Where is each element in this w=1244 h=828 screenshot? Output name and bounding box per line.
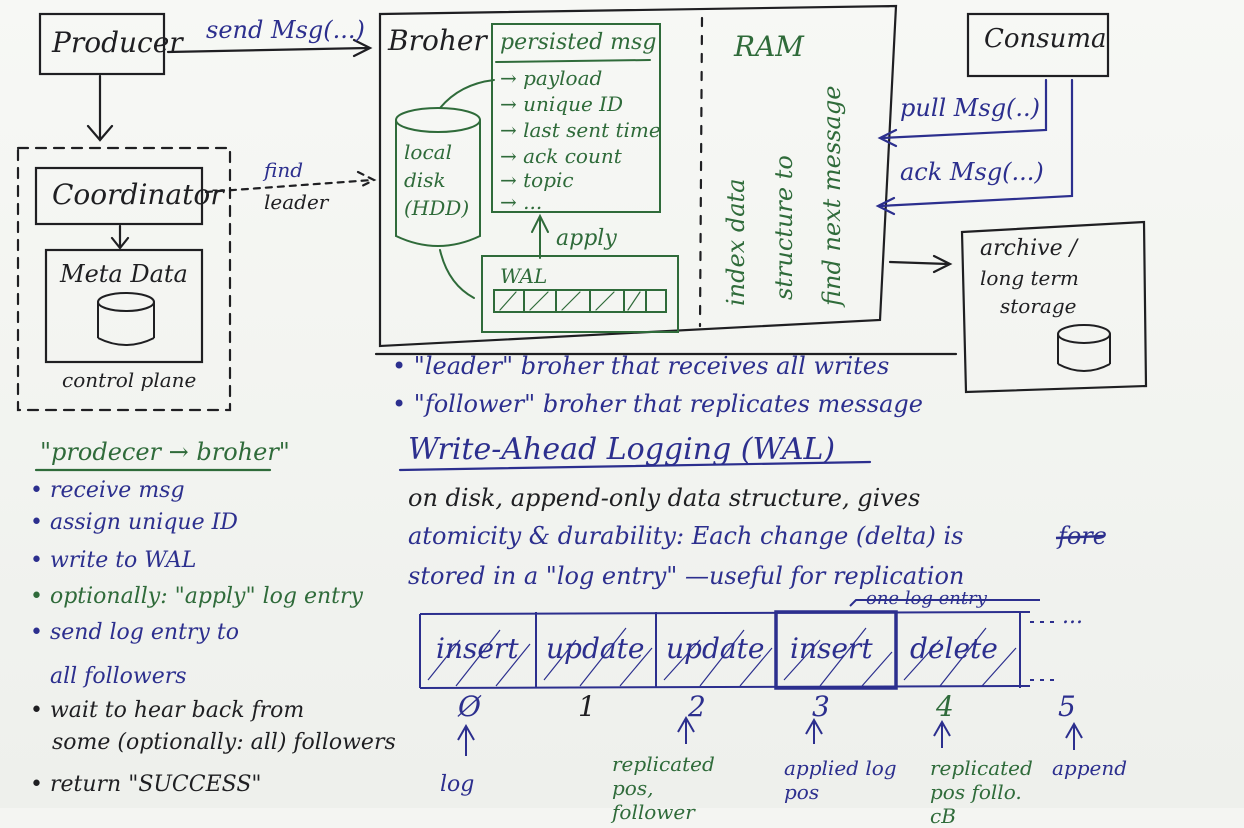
wal-desc-3: stored in a "log entry" —useful for repl… (408, 562, 965, 590)
log-index: 1 (578, 690, 596, 723)
archive-label: long term (980, 266, 1079, 290)
log-entry: update (546, 632, 645, 665)
log-entry: update (666, 632, 765, 665)
wal-desc-strike: fore (1058, 522, 1108, 550)
pb-title: "prodecer → broher" (40, 438, 290, 466)
bottom-label: replicated pos follo. cB (930, 756, 1033, 828)
log-entry: insert (790, 632, 873, 665)
consumer-box (966, 12, 1110, 78)
pb-step: • wait to hear back from (30, 698, 305, 723)
log-index: 3 (812, 690, 830, 723)
meta-data-label: Meta Data (60, 260, 188, 288)
persisted-field: → ack count (500, 144, 622, 168)
bottom-label: replicated pos, follower (612, 752, 715, 824)
find-label: find (264, 158, 304, 182)
persisted-field: → last sent time (500, 118, 661, 142)
control-plane-label: control plane (62, 368, 197, 392)
log-index: 4 (936, 690, 954, 723)
follower-note: • "follower" broher that replicates mess… (392, 390, 923, 418)
pull-msg-label: pull Msg(..) (900, 94, 1041, 122)
consumer-label: Consuma (984, 24, 1107, 54)
bottom-label: applied log pos (784, 756, 897, 804)
log-index: Ø (458, 690, 481, 723)
broker-box (378, 4, 898, 348)
pb-step: all followers (50, 664, 187, 689)
local-disk-label: local (404, 140, 452, 164)
bottom-label: log (440, 772, 475, 797)
coordinator-label: Coordinator (52, 178, 224, 211)
local-disk-label: (HDD) (404, 196, 470, 220)
leader-label: leader (264, 190, 329, 214)
archive-label: storage (1000, 294, 1077, 318)
leader-note: • "leader" broher that receives all writ… (392, 352, 890, 380)
ram-label: RAM (734, 30, 804, 63)
persisted-field: → payload (500, 66, 603, 90)
pb-step: • send log entry to (30, 620, 239, 645)
bottom-label: append (1052, 756, 1128, 780)
log-entry-highlight (774, 610, 898, 690)
wal-desc-1: on disk, append-only data structure, giv… (408, 484, 921, 512)
wal-label: WAL (500, 264, 548, 288)
archive-label: archive / (980, 236, 1078, 261)
log-index: 2 (688, 690, 706, 723)
send-msg-label: send Msg(...) (206, 16, 365, 44)
persisted-msg-box (491, 23, 661, 213)
broker-label: Broher (388, 24, 487, 57)
one-log-entry-label: one log entry (866, 588, 987, 609)
diagram-lines (16, 4, 1148, 756)
pb-step: • receive msg (30, 478, 185, 503)
log-entry: insert (436, 632, 519, 665)
meta-data-box (44, 248, 204, 364)
log-entry: delete (910, 632, 998, 665)
wal-box (481, 255, 679, 333)
wal-desc-2: atomicity & durability: Each change (del… (408, 522, 964, 550)
persisted-field: → unique ID (500, 92, 624, 116)
pb-step: • write to WAL (30, 548, 197, 573)
producer-label: Producer (52, 26, 183, 59)
index-text-line: index data (722, 178, 750, 307)
index-text-line: find next message (818, 85, 846, 306)
wal-title: Write-Ahead Logging (WAL) (408, 432, 836, 467)
local-disk-label: disk (404, 168, 446, 192)
persisted-field: → topic (500, 168, 574, 192)
coordinator-box (34, 166, 204, 226)
pb-step: some (optionally: all) followers (52, 730, 396, 755)
pb-step: • optionally: "apply" log entry (30, 584, 363, 609)
ack-msg-label: ack Msg(...) (900, 158, 1044, 186)
persisted-msg-title: persisted msg (500, 30, 657, 55)
log-entry: ... (1062, 604, 1083, 629)
producer-box (38, 12, 166, 76)
whiteboard (0, 0, 1244, 808)
index-text-line: structure to (770, 155, 798, 300)
persisted-field: → ... (500, 190, 543, 214)
pb-step: • assign unique ID (30, 510, 238, 535)
log-index: 5 (1058, 690, 1076, 723)
archive-box (960, 220, 1148, 394)
pb-step: • return "SUCCESS" (30, 772, 262, 797)
apply-label: apply (556, 226, 617, 251)
control-plane-box (16, 146, 232, 412)
